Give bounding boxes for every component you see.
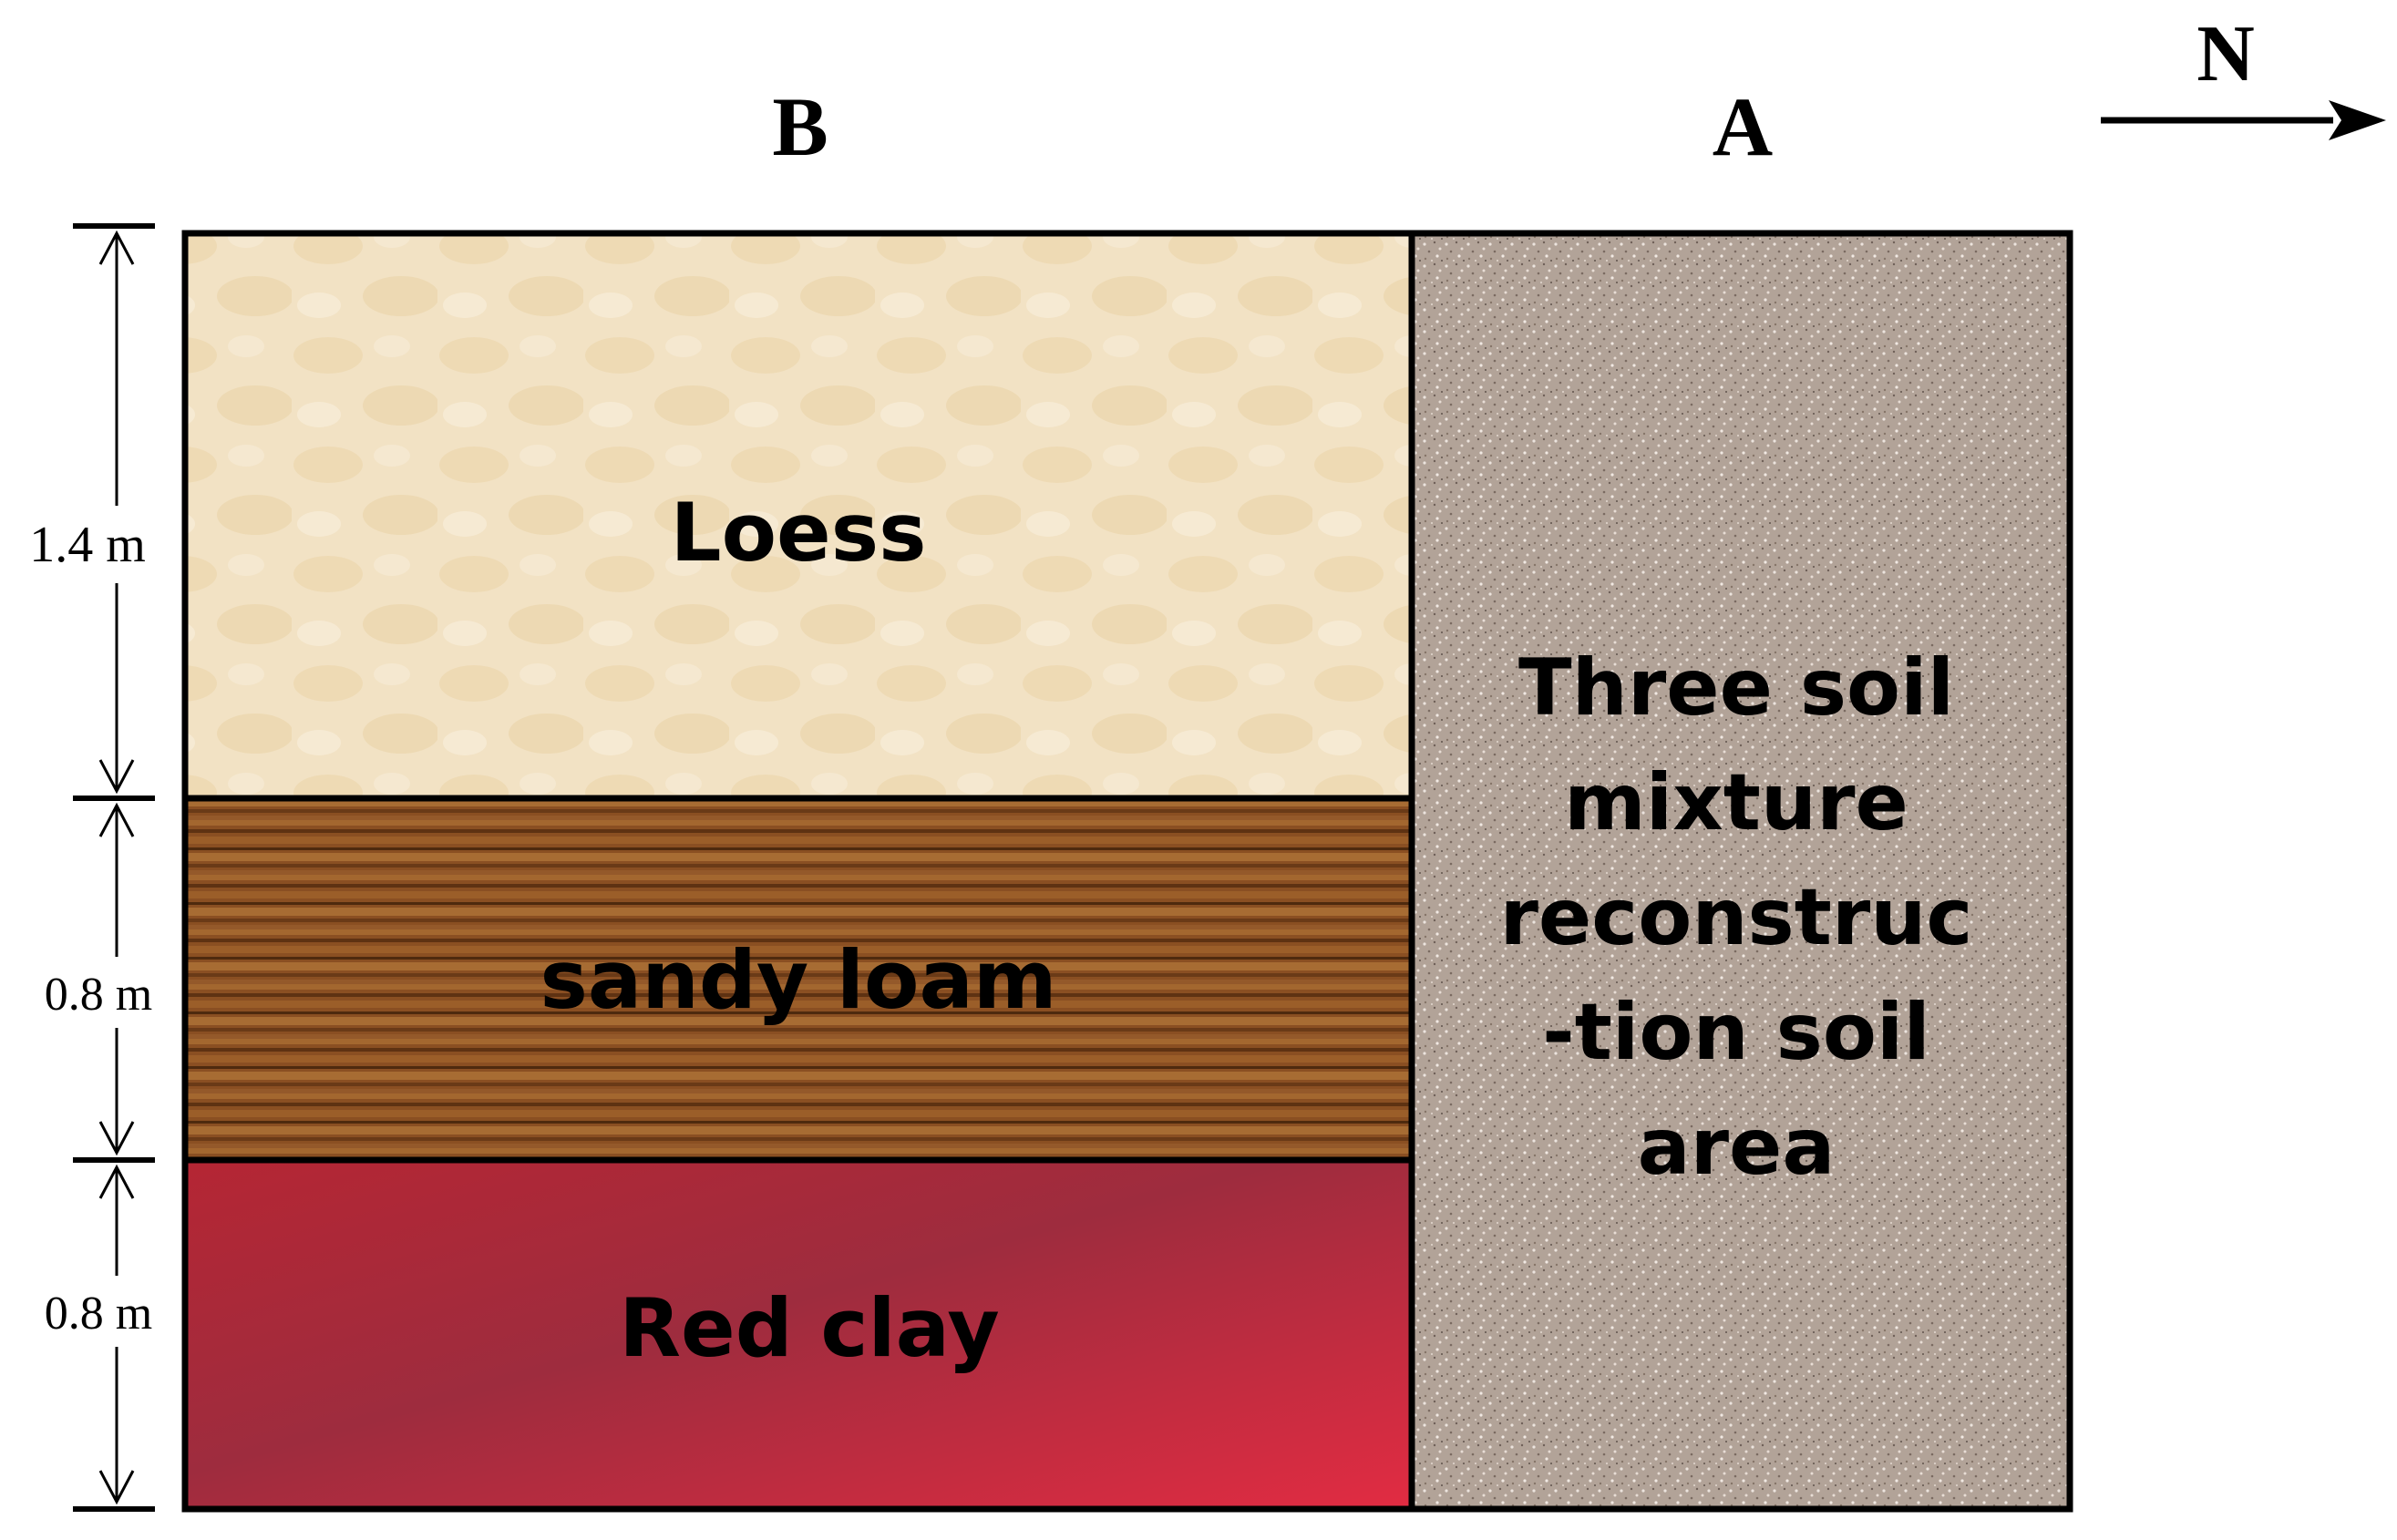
- mixture-label-line-3: reconstruc: [1500, 872, 1973, 963]
- mixture-label-line-4: -tion soil: [1542, 987, 1930, 1078]
- column-label-a: A: [1713, 80, 1773, 173]
- north-label: N: [2196, 10, 2255, 98]
- mixture-area: [1412, 233, 2070, 1509]
- mixture-area-label: Three soil mixture reconstruc -tion soil…: [1500, 642, 1973, 1193]
- diagram-borders: [181, 230, 2073, 1513]
- dimension-arrow-sandy-loam: [98, 802, 135, 1156]
- loess-label: Loess: [671, 486, 927, 580]
- layer-sandy-loam: [185, 798, 1412, 1160]
- column-label-b: B: [772, 80, 828, 173]
- dimension-lines: [73, 223, 155, 1512]
- layer-loess: [185, 233, 1412, 798]
- layer-red-clay: [185, 1160, 1412, 1509]
- sandy-loam-depth-label: 0.8 m: [45, 969, 152, 1021]
- sandy-loam-label: sandy loam: [540, 933, 1056, 1027]
- mixture-label-line-5: area: [1638, 1102, 1836, 1193]
- arrow-right-icon: [2101, 100, 2386, 140]
- mixture-label-line-1: Three soil: [1518, 642, 1954, 734]
- red-clay-depth-label: 0.8 m: [45, 1288, 152, 1340]
- red-clay-label: Red clay: [619, 1281, 999, 1375]
- mixture-label-line-2: mixture: [1564, 757, 1908, 848]
- dimension-arrow-red-clay: [98, 1164, 135, 1505]
- loess-depth-label: 1.4 m: [29, 517, 146, 573]
- dimension-arrow-loess: [98, 230, 135, 795]
